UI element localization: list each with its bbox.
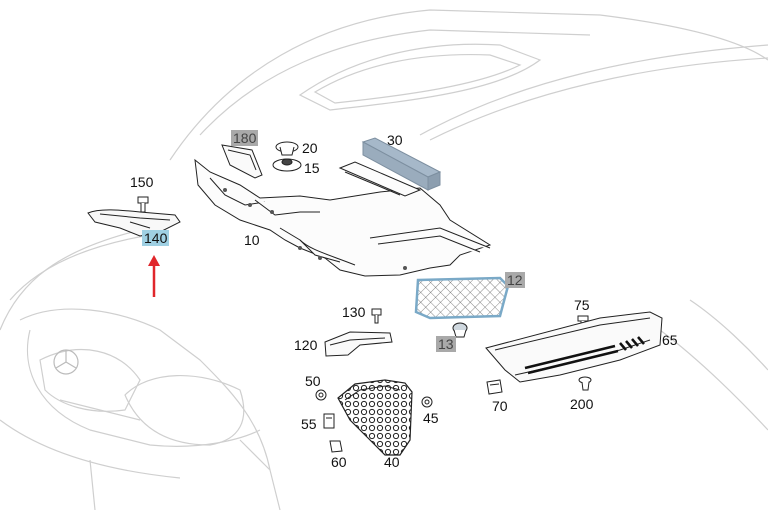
label-50[interactable]: 50 [305,373,321,389]
part-65-trim [485,311,663,383]
label-150[interactable]: 150 [130,174,154,190]
label-40[interactable]: 40 [384,454,400,470]
part-120-bracket [324,331,393,357]
label-30[interactable]: 30 [387,132,403,148]
part-40-grille [337,379,413,456]
part-150-bolt [137,196,149,213]
part-140-bracket [87,209,181,237]
label-200[interactable]: 200 [570,396,594,412]
label-65[interactable]: 65 [662,332,678,348]
part-30-strip [361,137,442,191]
label-60[interactable]: 60 [331,454,347,470]
label-20[interactable]: 20 [302,140,318,156]
part-180-shape [221,144,263,179]
label-180[interactable]: 180 [231,130,259,146]
part-70-bracket [486,379,503,395]
part-65-stripes [524,336,645,375]
part-200-clip [578,376,592,391]
label-15[interactable]: 15 [304,160,320,176]
label-45[interactable]: 45 [423,410,439,426]
label-12[interactable]: 12 [505,272,525,288]
part-13-clip [452,322,468,338]
part-20-clip [275,141,299,156]
label-120[interactable]: 120 [294,337,318,353]
label-140[interactable]: 140 [142,230,170,246]
label-70[interactable]: 70 [492,398,508,414]
part-12-mesh-grille [414,276,510,320]
label-13[interactable]: 13 [436,336,456,352]
label-75[interactable]: 75 [574,297,590,313]
part-55-clip [323,413,335,429]
label-10[interactable]: 10 [244,232,260,248]
part-15-grommet [272,158,302,172]
red-arrow-icon [148,255,160,297]
part-10-details [223,188,407,270]
part-50-nut [315,389,327,401]
part-10-undershield [194,158,492,277]
part-60-clip [329,440,343,453]
label-130[interactable]: 130 [342,304,366,320]
vehicle-outline [0,9,768,511]
part-45-nut [421,396,433,408]
mercedes-star-icon [53,349,79,375]
part-130-bolt [371,308,382,324]
label-55[interactable]: 55 [301,416,317,432]
